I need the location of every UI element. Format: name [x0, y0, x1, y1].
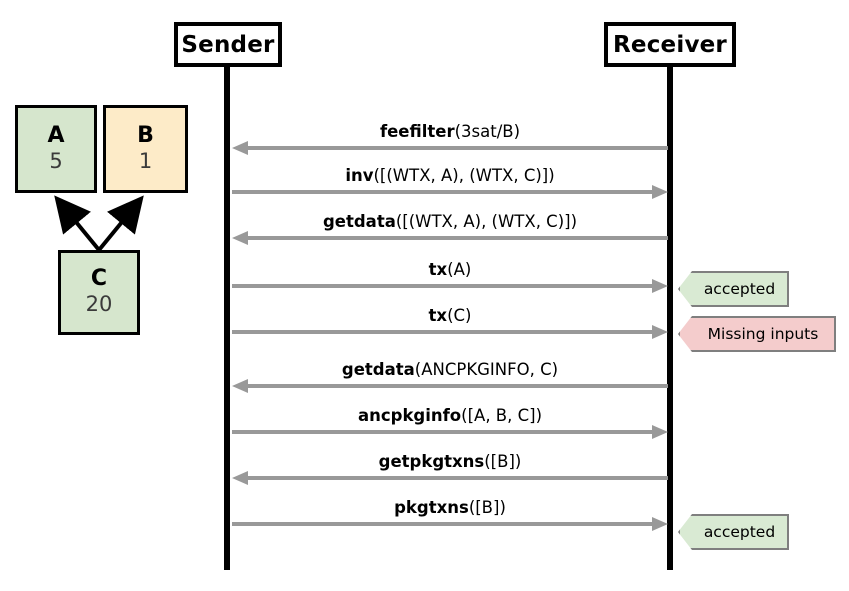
- arrow-head-right-icon: [652, 517, 668, 531]
- message-cmd: getdata: [341, 360, 415, 379]
- arrow-line: [246, 476, 668, 480]
- arrow-head-right-icon: [652, 279, 668, 293]
- message-label-pkgtxns: pkgtxns([B]): [232, 498, 668, 517]
- message-arrow-getpkgtxns: [232, 471, 668, 485]
- tx-node-c-value: 20: [85, 292, 113, 317]
- message-args: ([B]): [484, 452, 522, 471]
- arrow-head-right-icon: [652, 325, 668, 339]
- message-arrow-inv: [232, 185, 668, 199]
- arrow-head-left-icon: [232, 231, 248, 245]
- message-label-inv: inv([(WTX, A), (WTX, C)]): [232, 166, 668, 185]
- status-badge-accepted-tx-a: accepted: [678, 271, 789, 307]
- message-cmd: getdata: [322, 212, 396, 231]
- message-arrow-feefilter: [232, 141, 668, 155]
- message-args: (3sat/B): [454, 122, 521, 141]
- participant-sender[interactable]: Sender: [174, 22, 282, 67]
- message-label-tx-c: tx(C): [232, 306, 668, 325]
- message-label-getdata-ancpkginfo: getdata(ANCPKGINFO, C): [232, 360, 668, 379]
- tx-node-a: A 5: [15, 105, 97, 193]
- participant-receiver-label: Receiver: [613, 31, 727, 58]
- status-badge-missing-inputs-tx-c: Missing inputs: [678, 316, 836, 352]
- lifeline-receiver: [667, 67, 673, 570]
- message-cmd: ancpkginfo: [357, 406, 462, 425]
- message-label-tx-a: tx(A): [232, 260, 668, 279]
- arrow-line: [246, 384, 668, 388]
- tx-node-c: C 20: [58, 250, 140, 335]
- arrow-head-left-icon: [232, 379, 248, 393]
- arrow-line: [232, 284, 654, 288]
- message-arrow-pkgtxns: [232, 517, 668, 531]
- tx-node-b-value: 1: [138, 148, 153, 173]
- participant-receiver[interactable]: Receiver: [604, 22, 736, 67]
- arrow-head-right-icon: [652, 425, 668, 439]
- message-args: ([A, B, C]): [461, 406, 543, 425]
- message-cmd: tx: [428, 260, 448, 279]
- message-args: ([(WTX, A), (WTX, C)]): [373, 166, 555, 185]
- message-args: (ANCPKGINFO, C): [414, 360, 559, 379]
- arrow-head-left-icon: [232, 141, 248, 155]
- arrow-head-left-icon: [232, 471, 248, 485]
- message-arrow-getdata-ancpkginfo: [232, 379, 668, 393]
- arrow-line: [232, 330, 654, 334]
- participant-sender-label: Sender: [181, 31, 275, 58]
- status-badge-label: accepted: [703, 523, 776, 541]
- message-cmd: pkgtxns: [394, 498, 469, 517]
- message-arrow-tx-c: [232, 325, 668, 339]
- arrow-head-right-icon: [652, 185, 668, 199]
- lifeline-sender: [224, 67, 230, 570]
- arrow-line: [232, 522, 654, 526]
- tx-node-c-name: C: [90, 266, 108, 292]
- tx-node-a-name: A: [47, 122, 65, 148]
- tx-node-b: B 1: [103, 105, 188, 193]
- message-label-getpkgtxns: getpkgtxns([B]): [232, 452, 668, 471]
- message-args: ([(WTX, A), (WTX, C)]): [395, 212, 578, 231]
- arrow-line: [232, 430, 654, 434]
- arrow-line: [232, 190, 654, 194]
- message-cmd: tx: [428, 306, 448, 325]
- message-label-getdata-wtx: getdata([(WTX, A), (WTX, C)]): [232, 212, 668, 231]
- message-arrow-tx-a: [232, 279, 668, 293]
- status-badge-label: accepted: [703, 280, 776, 298]
- tx-node-a-value: 5: [49, 148, 63, 173]
- message-cmd: inv: [345, 166, 374, 185]
- message-cmd: feefilter: [379, 122, 455, 141]
- message-label-feefilter: feefilter(3sat/B): [232, 122, 668, 141]
- status-badge-label: Missing inputs: [707, 325, 819, 343]
- message-arrow-getdata-wtx: [232, 231, 668, 245]
- message-args: (A): [447, 260, 472, 279]
- tx-node-b-name: B: [137, 122, 154, 148]
- arrow-line: [246, 236, 668, 240]
- arrow-line: [246, 146, 668, 150]
- message-cmd: getpkgtxns: [378, 452, 485, 471]
- message-args: (C): [447, 306, 472, 325]
- message-arrow-ancpkginfo: [232, 425, 668, 439]
- message-args: ([B]): [468, 498, 506, 517]
- status-badge-accepted-pkgtxns: accepted: [678, 514, 789, 550]
- message-label-ancpkginfo: ancpkginfo([A, B, C]): [232, 406, 668, 425]
